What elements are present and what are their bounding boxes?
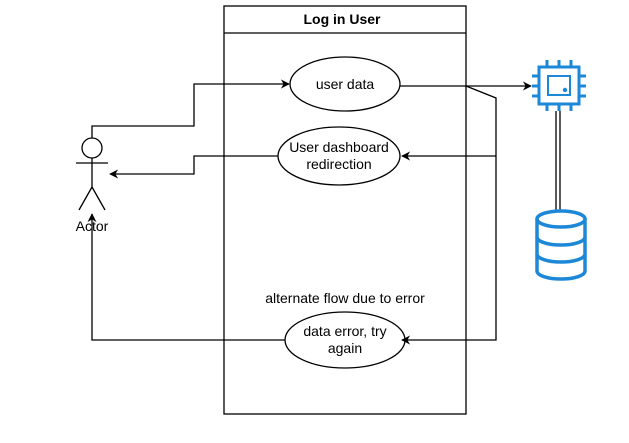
connector-actor-to-user-data — [91, 79, 290, 138]
use-case-dashboard-label-line2: redirection — [306, 156, 371, 172]
actor-figure-icon — [76, 137, 108, 211]
use-case-dashboard-redirection: User dashboard redirection — [277, 126, 401, 186]
cpu-chip-icon — [532, 60, 586, 111]
system-boundary: Log in User — [223, 5, 467, 415]
connector-error-to-actor — [87, 213, 285, 341]
use-case-error-label-line2: again — [328, 340, 362, 356]
use-case-dashboard-label-line1: User dashboard — [289, 139, 389, 155]
connector-processor-to-error — [401, 85, 497, 345]
use-case-user-data: user data — [289, 56, 401, 112]
system-title: Log in User — [303, 11, 381, 27]
processor-database-link — [555, 111, 561, 212]
alternate-flow-label: alternate flow due to error — [265, 290, 425, 306]
use-case-data-error: data error, try again — [284, 311, 406, 369]
connector-dashboard-to-actor — [109, 155, 278, 179]
database-icon — [535, 209, 587, 281]
use-case-user-data-label: user data — [316, 76, 375, 92]
use-case-error-label-line1: data error, try — [303, 323, 386, 339]
